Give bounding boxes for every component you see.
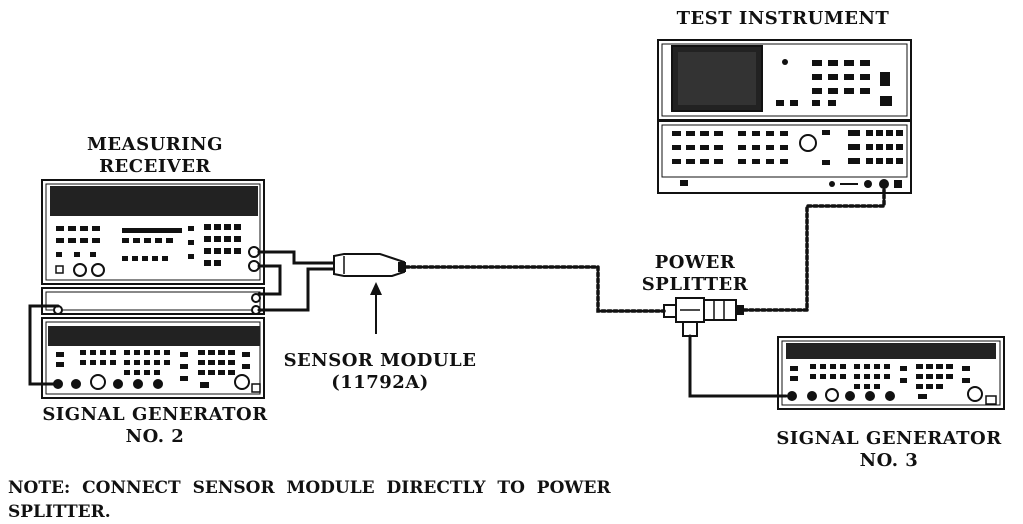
setup-note-line2: SPLITTER. xyxy=(8,502,111,522)
measuring-receiver xyxy=(41,179,265,285)
signal-generator-2-label: SIGNAL GENERATOR NO. 2 xyxy=(30,404,280,448)
power-splitter-label: POWER SPLITTER xyxy=(620,252,770,296)
sensor-module-label-line1: SENSOR MODULE xyxy=(283,350,477,371)
setup-note-line1: NOTE: CONNECT SENSOR MODULE DIRECTLY TO … xyxy=(8,478,611,498)
sensor-module-pointer-arrow xyxy=(370,282,382,334)
test-instrument xyxy=(657,39,912,194)
power-splitter-label-line2: SPLITTER xyxy=(641,274,749,295)
test-instrument-label: TEST INSTRUMENT xyxy=(676,8,890,29)
signal-generator-2 xyxy=(41,287,265,399)
signal-generator-3-label: SIGNAL GENERATOR NO. 3 xyxy=(764,428,1014,472)
sensor-module-label: SENSOR MODULE (11792A) xyxy=(280,350,480,394)
measuring-receiver-label: MEASURING RECEIVER xyxy=(60,134,250,178)
sensor-module-label-line2: (11792A) xyxy=(331,372,429,393)
setup-note: NOTE: CONNECT SENSOR MODULE DIRECTLY TO … xyxy=(8,476,611,524)
signal-generator-3-display xyxy=(786,343,996,359)
signal-generator-3-label-line1: SIGNAL GENERATOR xyxy=(776,428,1002,449)
signal-generator-3-label-line2: NO. 3 xyxy=(859,450,919,471)
signal-generator-2-label-line2: NO. 2 xyxy=(125,426,185,447)
measuring-receiver-label-line2: RECEIVER xyxy=(99,156,211,177)
signal-generator-2-label-line1: SIGNAL GENERATOR xyxy=(42,404,268,425)
measuring-receiver-label-line1: MEASURING xyxy=(86,134,223,155)
measuring-receiver-display xyxy=(50,186,258,216)
signal-generator-2-display xyxy=(48,326,260,346)
power-splitter xyxy=(663,297,744,337)
power-splitter-label-line1: POWER xyxy=(654,252,736,273)
signal-generator-3 xyxy=(777,336,1005,410)
sensor-module xyxy=(316,253,406,277)
cables xyxy=(28,188,886,398)
